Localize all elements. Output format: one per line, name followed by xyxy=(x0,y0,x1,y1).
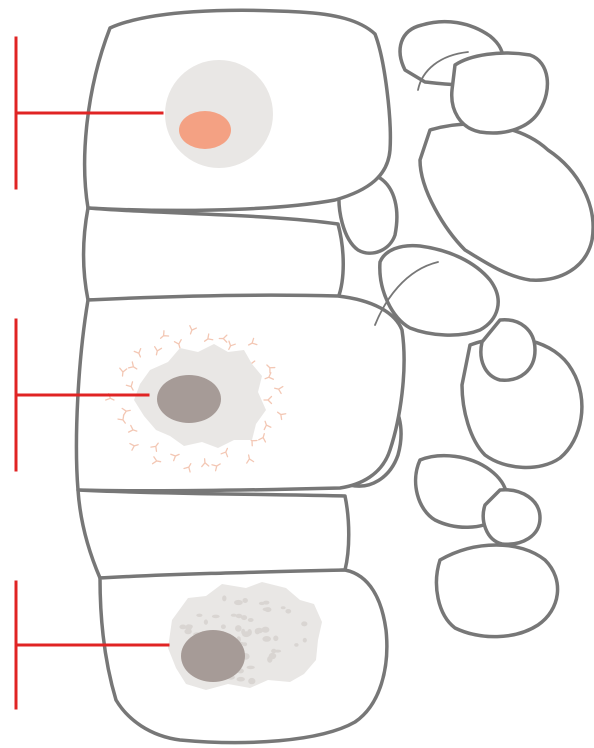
stipple-dot xyxy=(185,624,191,631)
stipple-dot xyxy=(301,621,307,626)
stipple-dot xyxy=(248,678,255,684)
stipple-dot xyxy=(196,614,202,617)
facet-top xyxy=(452,53,548,133)
intervertebral-disc-upper xyxy=(84,208,344,300)
facet-middle xyxy=(481,320,535,380)
stipple-dot xyxy=(242,631,250,637)
spinous-process-bottom xyxy=(436,545,557,637)
stipple-dot xyxy=(263,608,270,612)
stipple-dot xyxy=(241,615,247,620)
stipple-dot xyxy=(281,606,286,609)
lesion-middle-core xyxy=(157,375,221,423)
intervertebral-disc-lower xyxy=(78,490,349,578)
stipple-dot xyxy=(235,625,242,632)
stipple-dot xyxy=(273,636,278,642)
stipple-dot xyxy=(179,625,186,630)
stipple-dot xyxy=(285,609,291,614)
stipple-dot xyxy=(222,595,226,601)
stipple-dot xyxy=(212,615,220,619)
stipple-dot xyxy=(248,618,254,622)
stipple-dot xyxy=(231,614,237,617)
stipple-dot xyxy=(262,627,270,633)
stipple-dot xyxy=(237,677,245,682)
facet-bottom xyxy=(483,490,540,544)
stipple-dot xyxy=(303,638,307,643)
lesion-top xyxy=(165,60,273,168)
stipple-dot xyxy=(262,636,271,642)
stipple-dot xyxy=(243,598,248,603)
stipple-dot xyxy=(247,666,255,670)
stipple-dot xyxy=(259,602,265,605)
stipple-dot xyxy=(269,653,276,659)
stipple-dot xyxy=(204,619,208,624)
stipple-dot xyxy=(271,649,276,653)
stipple-dot xyxy=(221,624,226,629)
lesion-top-core xyxy=(179,111,231,149)
lesion-bottom-core xyxy=(181,630,245,682)
stipple-dot xyxy=(294,643,298,647)
stipple-dot xyxy=(234,600,243,605)
